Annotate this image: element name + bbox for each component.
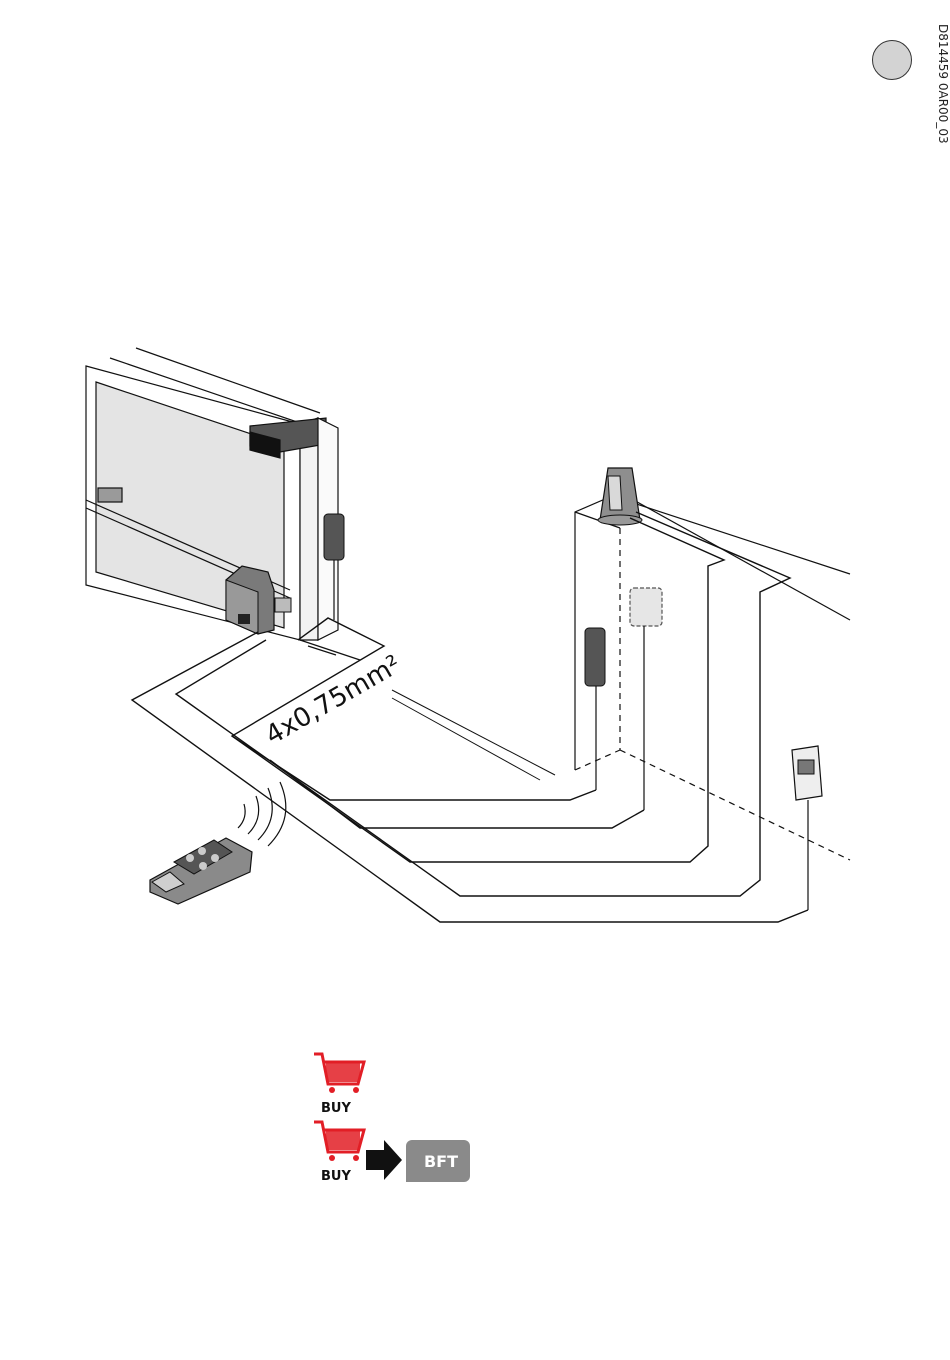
bft-logo: BFT <box>406 1140 470 1182</box>
right-photocell <box>585 628 605 790</box>
cable-spec-label: 4x0,75mm² <box>261 650 407 751</box>
ground-track <box>392 690 555 780</box>
buy-label-2: BUY <box>321 1169 351 1184</box>
shopping-cart-icon <box>314 1054 364 1093</box>
radio-waves-icon <box>238 782 286 846</box>
arrow-right-icon <box>366 1140 402 1180</box>
buy-label-1: BUY <box>321 1101 351 1116</box>
junction-box <box>630 588 662 810</box>
sliding-gate <box>86 348 360 660</box>
bft-logo-text: BFT <box>424 1152 458 1171</box>
shopping-cart-icon <box>314 1122 364 1161</box>
key-selector <box>792 746 822 910</box>
remote-control-icon <box>150 838 252 904</box>
flashing-light <box>598 468 642 525</box>
right-pillar <box>575 496 850 860</box>
